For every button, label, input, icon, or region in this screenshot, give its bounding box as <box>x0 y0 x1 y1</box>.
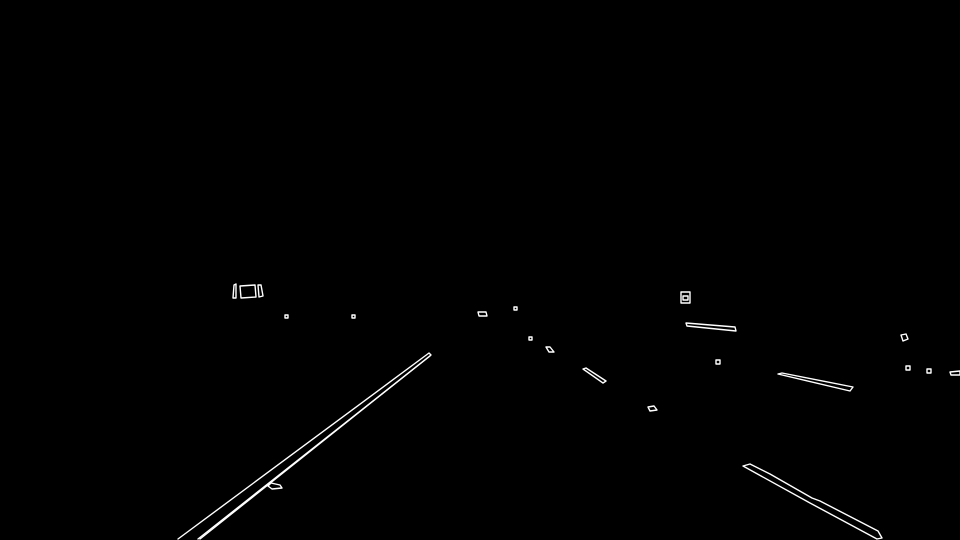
marker <box>351 314 356 319</box>
left-lane-inner-edge <box>197 355 431 540</box>
marker <box>477 311 488 317</box>
center-dash-2 <box>647 405 658 412</box>
distant-car-right <box>257 284 264 298</box>
marker <box>528 336 533 341</box>
lane-blob <box>267 482 283 490</box>
roadside-sign <box>680 291 691 304</box>
center-dash-1 <box>582 367 607 384</box>
right-dash <box>777 372 854 392</box>
marker <box>284 314 289 319</box>
center-dash-3 <box>685 322 737 332</box>
distant-car-left <box>232 283 237 299</box>
marker <box>900 333 909 342</box>
marker <box>949 370 960 376</box>
marker <box>513 306 518 311</box>
distant-car-body <box>239 284 257 299</box>
marker <box>905 365 911 371</box>
marker <box>715 359 721 365</box>
marker <box>545 346 555 353</box>
right-lane-edge <box>742 463 883 540</box>
marker <box>926 368 932 374</box>
